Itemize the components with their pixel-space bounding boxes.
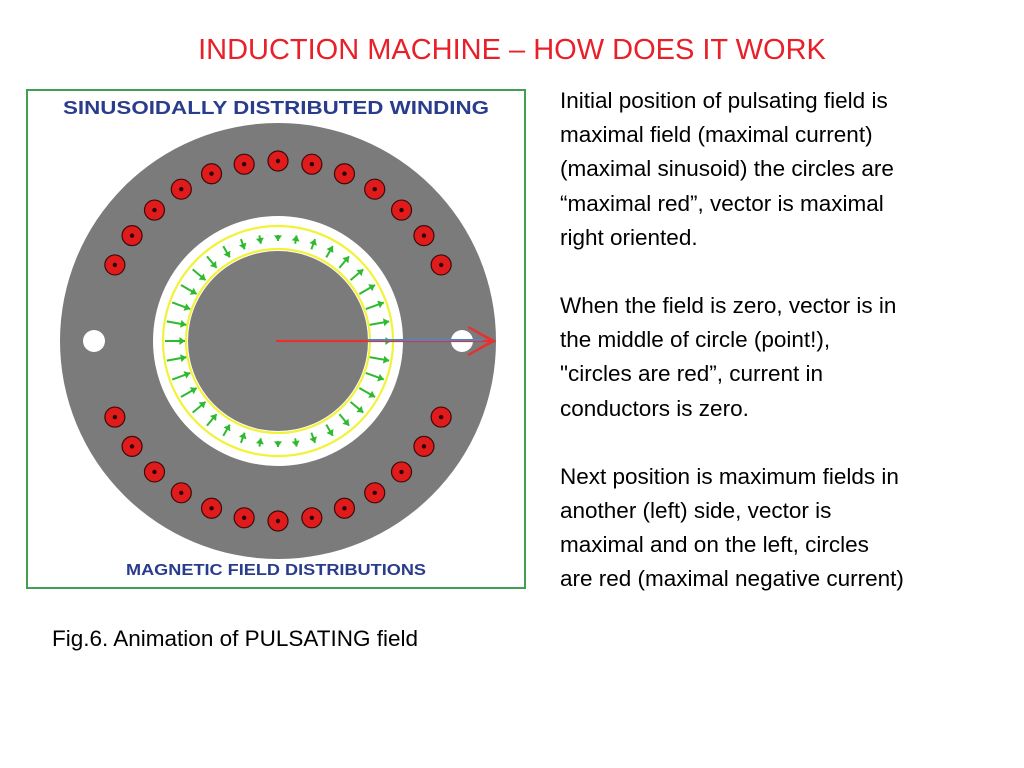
field-arrow-head <box>255 237 264 244</box>
field-arrow-head <box>189 387 197 395</box>
conductor-dot <box>372 186 377 192</box>
conductor-dot <box>309 515 315 520</box>
field-arrow-head <box>382 318 390 327</box>
conductor-dot <box>399 207 404 213</box>
conductor-dot <box>241 162 247 167</box>
conductor-dot <box>112 262 118 268</box>
conductor-dot <box>399 469 404 475</box>
field-arrow-head <box>223 424 231 432</box>
explanation-line: the middle of circle (point!), <box>560 327 831 353</box>
conductor-dot <box>372 490 377 496</box>
field-arrow-head <box>183 303 191 311</box>
field-arrow-head <box>368 390 376 398</box>
explanation-text: Initial position of pulsating field is ma… <box>560 84 1000 631</box>
field-arrow-head <box>309 239 317 246</box>
conductor-dot <box>421 233 427 238</box>
figure-caption: Fig.6. Animation of PULSATING field <box>52 626 418 651</box>
field-arrow-head <box>342 418 350 426</box>
explanation-paragraph: When the field is zero, vector is in the … <box>560 289 1000 426</box>
explanation-line: maximal and on the left, circles <box>560 532 869 558</box>
conductor-dot <box>112 414 118 420</box>
field-arrow-head <box>198 401 206 409</box>
field-arrow-head <box>274 235 282 241</box>
conductor-dot <box>129 233 135 238</box>
conductor-dot <box>438 262 444 268</box>
conductor-dot <box>438 414 444 420</box>
vector-head-inner <box>477 332 494 350</box>
field-arrow-head <box>377 373 384 382</box>
conductor-dot <box>309 162 315 167</box>
conductor-dot <box>342 171 347 176</box>
field-arrow-head <box>179 337 185 345</box>
conductor-dot <box>241 515 247 520</box>
field-arrow-head <box>342 256 350 264</box>
conductor-dot <box>421 444 427 449</box>
field-arrow-head <box>377 300 384 309</box>
conductor-dot <box>275 158 281 164</box>
hole-left <box>83 330 105 352</box>
field-arrow-head <box>274 441 282 447</box>
field-arrow-head <box>356 405 364 413</box>
figure-heading: SINUSOIDALLY DISTRIBUTED WINDING <box>63 98 489 118</box>
winding-figure: SINUSOIDALLY DISTRIBUTED WINDING MAGNETI… <box>26 89 526 589</box>
field-arrow-head <box>291 235 300 242</box>
field-arrow-head <box>238 432 247 440</box>
conductor-dot <box>152 207 157 213</box>
field-arrow-head <box>238 242 247 250</box>
explanation-line: another (left) side, vector is <box>560 498 832 524</box>
field-arrow-head <box>382 355 390 364</box>
conductor-dot <box>275 518 281 524</box>
figure-footer: MAGNETIC FIELD DISTRIBUTIONS <box>126 562 426 579</box>
explanation-line: maximal field (maximal current) <box>560 122 873 148</box>
conductor-dot <box>342 506 347 511</box>
field-arrow-head <box>209 414 217 422</box>
explanation-line: Initial position of pulsating field is <box>560 88 888 113</box>
explanation-line: When the field is zero, vector is in <box>560 293 897 319</box>
explanation-line: Next position is maximum fields in <box>560 463 899 489</box>
field-arrow-head <box>255 438 264 445</box>
explanation-paragraph: Next position is maximum fields in anothe… <box>560 460 1000 597</box>
explanation-line: conductors is zero. <box>560 395 749 421</box>
explanation-line: “maximal red”, vector is maximal <box>560 190 884 216</box>
field-arrow-head <box>223 250 231 258</box>
field-vector <box>276 326 497 356</box>
field-arrow-head <box>368 284 376 292</box>
explanation-line: "circles are red”, current in <box>560 361 824 387</box>
field-arrow-head <box>189 287 197 295</box>
conductor-dot <box>179 490 184 496</box>
vector-head <box>467 326 497 356</box>
conductor-dot <box>152 469 157 475</box>
field-arrow-head <box>309 436 317 443</box>
explanation-line: right oriented. <box>560 224 698 250</box>
field-arrow-head <box>356 269 364 277</box>
conductor-dot <box>209 171 214 176</box>
field-arrow-head <box>291 440 300 447</box>
conductor-dot <box>129 444 135 449</box>
conductor-dot <box>179 186 184 192</box>
slide-title: INDUCTION MACHINE – HOW DOES IT WORK <box>198 34 826 66</box>
field-arrow-head <box>180 354 187 363</box>
explanation-paragraph: Initial position of pulsating field is ma… <box>560 84 1000 255</box>
conductor-dot <box>209 506 214 511</box>
winding-diagram: SINUSOIDALLY DISTRIBUTED WINDING MAGNETI… <box>60 98 497 579</box>
explanation-line: are red (maximal negative current) <box>560 566 904 592</box>
field-arrow-head <box>183 371 191 379</box>
field-arrow-head <box>198 273 206 281</box>
field-arrow-head <box>180 319 187 328</box>
field-arrow-head <box>209 260 217 268</box>
field-arrow-head <box>326 428 334 436</box>
explanation-line: (maximal sinusoid) the circles are <box>560 156 894 182</box>
field-arrow-head <box>326 246 334 254</box>
conductors <box>104 150 452 532</box>
